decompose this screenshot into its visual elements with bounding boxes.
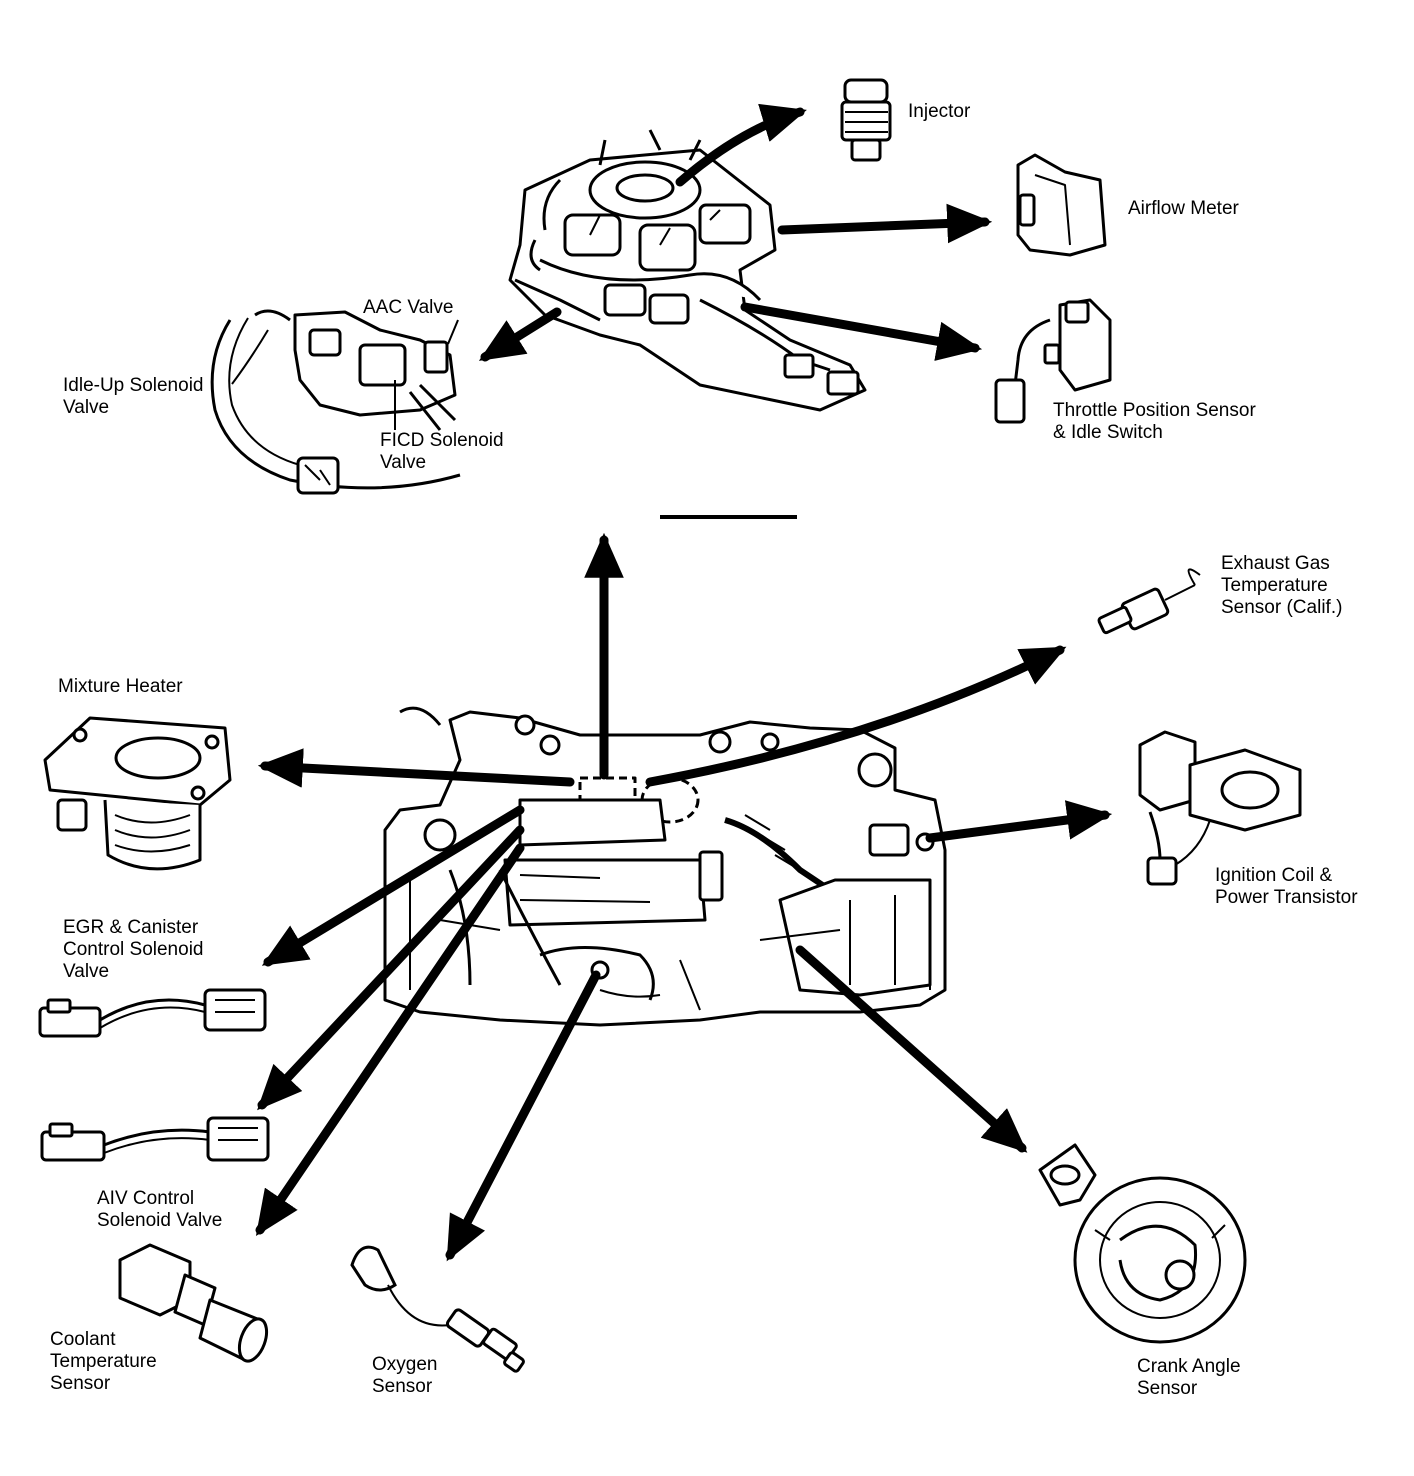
label-ficd-solenoid: FICD Solenoid Valve [380, 430, 504, 474]
label-mixture-heater: Mixture Heater [58, 676, 183, 698]
label-coolant-line-3: Sensor [50, 1373, 111, 1394]
label-idle-up-line-2: Valve [63, 397, 110, 418]
arrow-to-airflow-meter [777, 203, 993, 244]
label-ficd-line-2: Valve [380, 452, 427, 473]
label-ignition-coil: Ignition Coil & Power Transistor [1215, 865, 1358, 909]
label-crank-angle-sensor: Crank Angle Sensor [1137, 1356, 1241, 1400]
label-ignition-coil-line-2: Power Transistor [1215, 887, 1358, 908]
label-coolant-line-2: Temperature [50, 1351, 157, 1372]
label-mixture-heater-line: Mixture Heater [58, 676, 183, 697]
label-aiv-line-1: AIV Control [97, 1188, 195, 1209]
label-coolant-line-1: Coolant [50, 1329, 116, 1350]
arrow-to-coolant-sensor [255, 843, 525, 1236]
label-idle-up-solenoid: Idle-Up Solenoid Valve [63, 375, 203, 419]
label-oxygen-line-2: Sensor [372, 1376, 433, 1397]
throttle-position-sensor-illustration [994, 298, 1112, 424]
label-crank-line-2: Sensor [1137, 1378, 1198, 1399]
label-oxygen-sensor: Oxygen Sensor [372, 1354, 437, 1398]
label-egr-line-1: EGR & Canister [63, 917, 199, 938]
label-throttle-position-sensor: Throttle Position Sensor & Idle Switch [1053, 400, 1256, 444]
label-egt-line-3: Sensor (Calif.) [1221, 597, 1343, 618]
arrows [255, 103, 1113, 1262]
arrow-to-exhaust-sensor [645, 645, 1067, 787]
label-egt-line-1: Exhaust Gas [1221, 553, 1330, 574]
arrow-to-injector [675, 103, 807, 187]
label-tps-line-1: Throttle Position Sensor [1053, 400, 1256, 421]
injector-illustration [840, 78, 892, 162]
label-egr-line-2: Control Solenoid [63, 939, 204, 960]
leader-lines [231, 319, 459, 430]
label-crank-line-1: Crank Angle [1137, 1356, 1241, 1377]
mixture-heater-illustration [43, 716, 232, 871]
arrow-to-crank-sensor [795, 945, 1028, 1153]
label-ficd-line-1: FICD Solenoid [380, 430, 504, 451]
label-idle-up-line-1: Idle-Up Solenoid [63, 375, 204, 396]
throttle-body-illustration [508, 129, 867, 412]
label-ignition-coil-line-1: Ignition Coil & [1215, 865, 1333, 886]
airflow-meter-illustration [1016, 153, 1107, 257]
arrow-to-aac-valve [478, 307, 562, 362]
label-injector: Injector [908, 101, 970, 123]
label-tps-line-2: & Idle Switch [1053, 422, 1163, 443]
label-aiv-control-solenoid: AIV Control Solenoid Valve [97, 1188, 222, 1232]
leader-aac-valve [447, 319, 459, 345]
egr-solenoid-illustration [38, 988, 267, 1038]
label-exhaust-gas-temp-sensor: Exhaust Gas Temperature Sensor (Calif.) [1221, 553, 1342, 619]
exhaust-gas-temp-sensor-illustration [1097, 568, 1201, 635]
label-airflow-meter-line: Airflow Meter [1128, 198, 1239, 219]
coolant-sensor-illustration [118, 1243, 269, 1363]
crank-angle-sensor-illustration [1038, 1143, 1247, 1344]
arrow-to-mixture-heater [257, 748, 575, 788]
aiv-solenoid-illustration [40, 1116, 270, 1162]
label-aac-valve-line: AAC Valve [363, 297, 454, 318]
arrow-to-ignition-coil [925, 800, 1113, 843]
ignition-coil-illustration [1138, 730, 1302, 886]
label-aac-valve: AAC Valve [363, 297, 453, 319]
label-oxygen-line-1: Oxygen [372, 1354, 438, 1375]
oxygen-sensor-illustration [350, 1245, 525, 1373]
label-egr-canister-solenoid: EGR & Canister Control Solenoid Valve [63, 917, 203, 983]
engine-illustration [383, 706, 947, 1027]
leader-idle-up [231, 329, 269, 385]
arrow-to-oxygen-sensor [445, 970, 601, 1262]
arrow-to-throttle-sensor [740, 302, 983, 361]
label-egr-line-3: Valve [63, 961, 110, 982]
label-egt-line-2: Temperature [1221, 575, 1328, 596]
label-injector-line: Injector [908, 101, 971, 122]
label-airflow-meter: Airflow Meter [1128, 198, 1239, 220]
aac-valve-illustration [210, 309, 461, 495]
label-aiv-line-2: Solenoid Valve [97, 1210, 223, 1231]
arrow-to-aiv-solenoid [257, 825, 525, 1111]
arrow-to-egr-solenoid [261, 805, 525, 967]
label-coolant-temp-sensor: Coolant Temperature Sensor [50, 1329, 157, 1395]
